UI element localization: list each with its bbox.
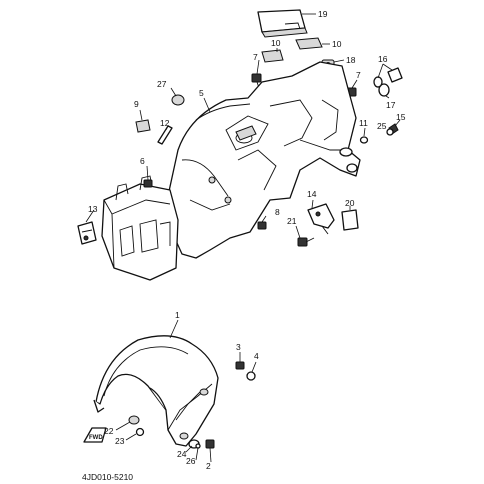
callout-16: 16 bbox=[378, 54, 388, 64]
callout-15: 15 bbox=[396, 112, 406, 122]
callout-26: 26 bbox=[186, 456, 196, 466]
fwd-label: FWD bbox=[89, 435, 103, 441]
front-fender-part-1 bbox=[93, 335, 219, 447]
callout-21: 21 bbox=[287, 216, 297, 226]
callout-7-right: 7 bbox=[356, 70, 361, 80]
callout-17: 17 bbox=[386, 100, 396, 110]
forward-arrow-icon: FWD bbox=[83, 427, 107, 443]
bolt-part-21 bbox=[297, 237, 315, 247]
callout-1: 1 bbox=[175, 310, 180, 320]
callout-12: 12 bbox=[160, 118, 170, 128]
callout-5: 5 bbox=[199, 88, 204, 98]
callout-10-right: 10 bbox=[332, 39, 342, 49]
clip-part-9 bbox=[135, 119, 151, 133]
bracket-part-13 bbox=[77, 221, 97, 245]
callout-numbers: 19 10 10 7 18 16 17 27 5 7 9 12 11 15 25… bbox=[88, 9, 406, 471]
diagram-code: 4JD010-5210 bbox=[82, 472, 133, 482]
bolt-part-7-left bbox=[251, 73, 262, 89]
rear-fender-liner bbox=[101, 175, 179, 281]
callout-14: 14 bbox=[307, 189, 317, 199]
bolt-part-2 bbox=[205, 439, 215, 449]
callout-4: 4 bbox=[254, 351, 259, 361]
stay-part-20 bbox=[341, 209, 359, 231]
bolt-part-8 bbox=[257, 221, 267, 230]
screw-part-3 bbox=[235, 361, 245, 370]
callout-23: 23 bbox=[115, 436, 125, 446]
grommet-part-23 bbox=[135, 427, 145, 437]
callout-25: 25 bbox=[377, 121, 387, 131]
callout-27: 27 bbox=[157, 79, 167, 89]
band-part-12 bbox=[157, 125, 173, 145]
callout-7-left: 7 bbox=[253, 52, 258, 62]
callout-13: 13 bbox=[88, 204, 98, 214]
washer-part-26 bbox=[195, 443, 201, 449]
reflector-part-16 bbox=[373, 67, 403, 97]
callout-9: 9 bbox=[134, 99, 139, 109]
callout-8: 8 bbox=[275, 207, 280, 217]
callout-19: 19 bbox=[318, 9, 328, 19]
callout-20: 20 bbox=[345, 198, 355, 208]
callout-10-left: 10 bbox=[271, 38, 281, 48]
pad-part-10-left bbox=[261, 49, 284, 63]
pad-part-10-right bbox=[295, 37, 323, 50]
leader-lines bbox=[85, 13, 401, 463]
callout-3: 3 bbox=[236, 342, 241, 352]
washer-part-4 bbox=[246, 371, 256, 381]
washer-part-25 bbox=[386, 128, 394, 136]
callout-18: 18 bbox=[346, 55, 356, 65]
callout-24: 24 bbox=[177, 449, 187, 459]
rear-fender-part-5 bbox=[165, 61, 361, 259]
callout-6: 6 bbox=[140, 156, 145, 166]
screw-part-6 bbox=[143, 179, 153, 188]
collar-part-11 bbox=[359, 136, 369, 144]
grommet-part-27 bbox=[171, 94, 185, 106]
callout-22: 22 bbox=[104, 426, 114, 436]
nut-part-22 bbox=[128, 415, 140, 425]
callout-2: 2 bbox=[206, 461, 211, 471]
callout-11: 11 bbox=[359, 118, 368, 128]
plate-bracket-part-14 bbox=[307, 203, 335, 235]
seat-pad-part-19 bbox=[257, 9, 308, 38]
